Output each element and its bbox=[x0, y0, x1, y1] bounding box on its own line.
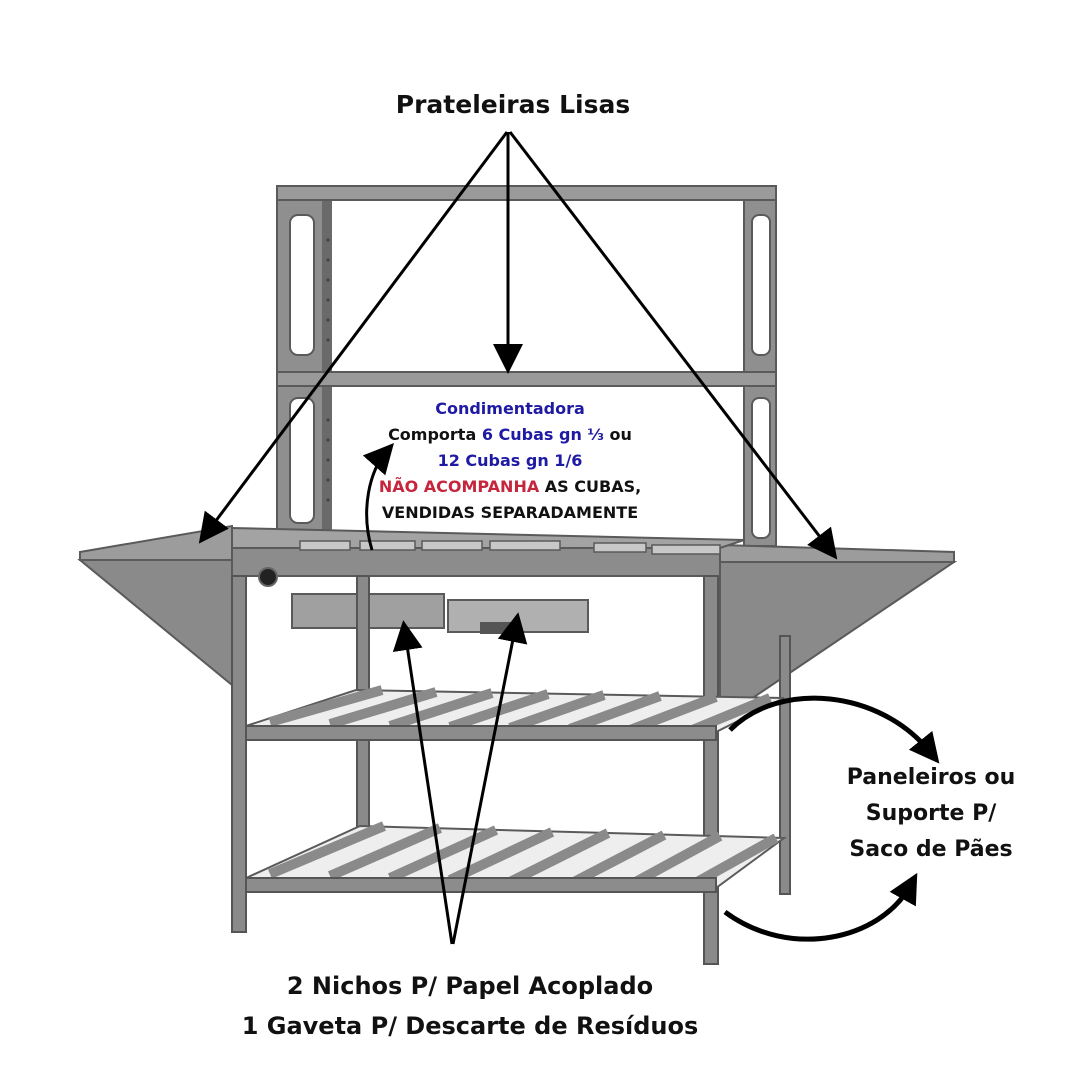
capacity-highlight: 6 Cubas gn ⅓ bbox=[481, 425, 604, 444]
arrow-right-lower bbox=[723, 872, 918, 942]
arrow-to-condimentadora bbox=[362, 443, 394, 551]
nichos-gaveta-label: 2 Nichos P/ Papel Acoplado 1 Gaveta P/ D… bbox=[210, 966, 730, 1046]
paneleiros-label: Paneleiros ou Suporte P/ Saco de Pães bbox=[820, 760, 1042, 868]
legs bbox=[231, 575, 791, 965]
capacity-suffix: ou bbox=[603, 425, 632, 444]
gaveta-line: 1 Gaveta P/ Descarte de Resíduos bbox=[241, 1012, 699, 1040]
condimentadora-note: Condimentadora Comporta 6 Cubas gn ⅓ ou … bbox=[350, 396, 670, 526]
condimentadora-warning: NÃO ACOMPANHA AS CUBAS, bbox=[350, 474, 670, 500]
arrow-to-drawer bbox=[451, 612, 528, 945]
warning-rest: AS CUBAS, bbox=[539, 477, 642, 496]
paper-niches-and-drawer bbox=[291, 593, 589, 634]
lower-shelf-1 bbox=[245, 685, 785, 741]
countertop bbox=[231, 526, 745, 587]
lower-shelf-2 bbox=[245, 821, 787, 893]
arrow-right-upper bbox=[728, 695, 940, 764]
warning-red: NÃO ACOMPANHA bbox=[378, 477, 540, 496]
condimentadora-alt-capacity: 12 Cubas gn 1/6 bbox=[437, 451, 583, 470]
arrow-to-left-wing bbox=[198, 131, 509, 544]
paneleiros-line-1: Paneleiros ou bbox=[846, 765, 1016, 790]
paneleiros-line-3: Saco de Pães bbox=[849, 837, 1013, 862]
condimentadora-capacity: Comporta 6 Cubas gn ⅓ ou bbox=[350, 422, 670, 448]
nichos-line: 2 Nichos P/ Papel Acoplado bbox=[286, 972, 654, 1000]
arrow-to-left-niche bbox=[392, 620, 454, 945]
condimentadora-title: Condimentadora bbox=[435, 399, 585, 418]
left-wing bbox=[77, 524, 233, 688]
condimentadora-sold-separately: VENDIDAS SEPARADAMENTE bbox=[381, 503, 639, 522]
upper-shelf-frame bbox=[276, 185, 777, 547]
arrows bbox=[198, 131, 940, 945]
paneleiros-line-2: Suporte P/ bbox=[865, 801, 997, 826]
arrow-to-right-wing bbox=[508, 131, 838, 560]
capacity-prefix: Comporta bbox=[388, 425, 482, 444]
title-prateleiras-lisas: Prateleiras Lisas bbox=[395, 90, 631, 119]
right-wing bbox=[719, 543, 958, 722]
